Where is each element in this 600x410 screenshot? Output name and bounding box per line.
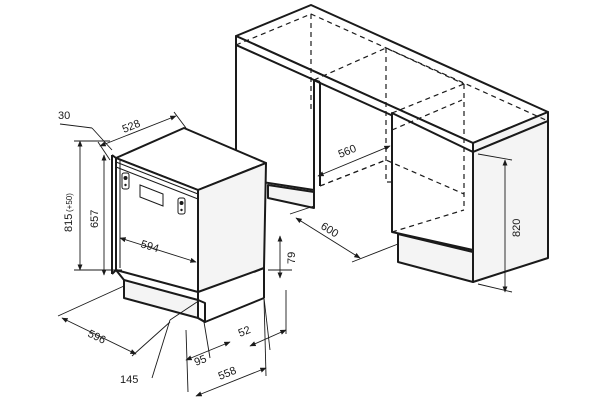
dim-height-total: 815 <box>63 214 75 232</box>
dishwasher <box>111 127 267 323</box>
dim-niche-depth: 560 <box>337 143 359 161</box>
mounting-bracket-icon <box>121 172 130 190</box>
dim-niche-height: 820 <box>511 219 523 237</box>
dim-plinth-depth: 145 <box>120 374 138 386</box>
dim-plinth-height: 79 <box>286 252 298 264</box>
dim-niche-width: 600 <box>318 220 340 240</box>
control-panel <box>115 161 199 200</box>
kitchen-cabinet <box>235 4 549 283</box>
dim-width: 596 <box>86 328 108 347</box>
dimension-lines <box>57 111 513 397</box>
dim-depth: 528 <box>121 118 143 136</box>
right-cabinet-side <box>472 120 549 283</box>
display-window <box>139 184 164 207</box>
dim-height-body: 657 <box>89 210 101 228</box>
mounting-bracket-icon <box>177 197 186 215</box>
dim-height-adjust: (+50) <box>65 193 74 212</box>
dim-panel-thickness: 30 <box>58 110 70 122</box>
dim-foot-height: 52 <box>237 324 253 340</box>
dim-foot-offset: 95 <box>193 353 209 369</box>
dim-inner-width: 594 <box>139 238 160 255</box>
